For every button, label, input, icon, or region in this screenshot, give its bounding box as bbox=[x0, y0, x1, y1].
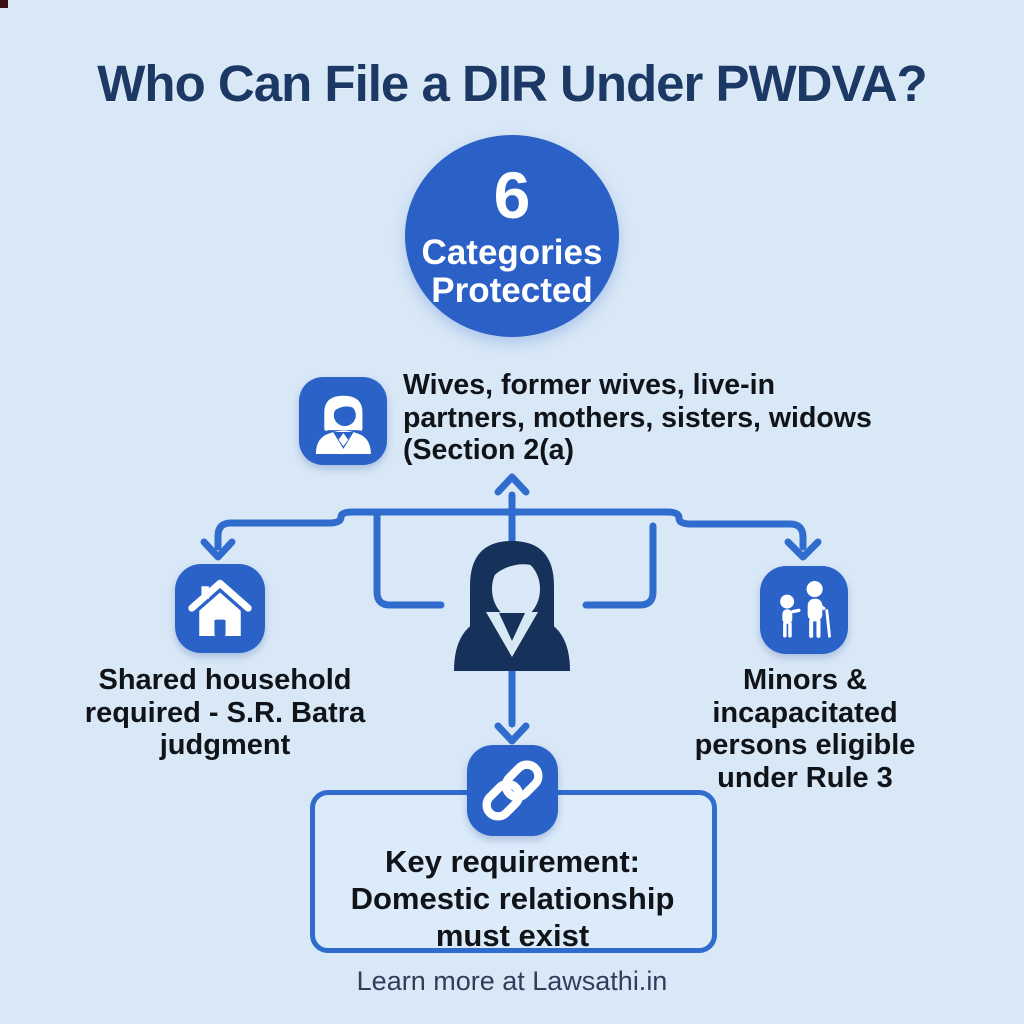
requirement-text: Key requirement: Domestic relationship m… bbox=[350, 844, 675, 953]
right-branch-text: Minors & incapacitated persons eligible … bbox=[694, 664, 916, 794]
corner-artifact bbox=[0, 0, 8, 8]
central-woman-figure bbox=[454, 541, 570, 671]
page-title: Who Can File a DIR Under PWDVA? bbox=[97, 55, 927, 112]
left-branch-text: Shared household required - S.R. Batra j… bbox=[84, 664, 366, 761]
arrow-down-right bbox=[784, 538, 822, 561]
woman-icon bbox=[299, 377, 387, 465]
house-icon bbox=[175, 564, 265, 653]
link-icon bbox=[467, 745, 558, 836]
categories-badge: 6 Categories Protected bbox=[405, 135, 619, 337]
arrow-up-center bbox=[494, 473, 530, 496]
badge-number: 6 bbox=[493, 158, 531, 232]
category-text: Wives, former wives, live-in partners, m… bbox=[403, 369, 872, 466]
connector-lines bbox=[200, 473, 822, 745]
badge-label: Categories Protected bbox=[421, 233, 603, 310]
minors-elderly-icon bbox=[760, 566, 848, 654]
arrow-down-left bbox=[200, 538, 236, 561]
arrow-down-center bbox=[494, 722, 530, 745]
footer-text: Learn more at Lawsathi.in bbox=[356, 966, 668, 996]
